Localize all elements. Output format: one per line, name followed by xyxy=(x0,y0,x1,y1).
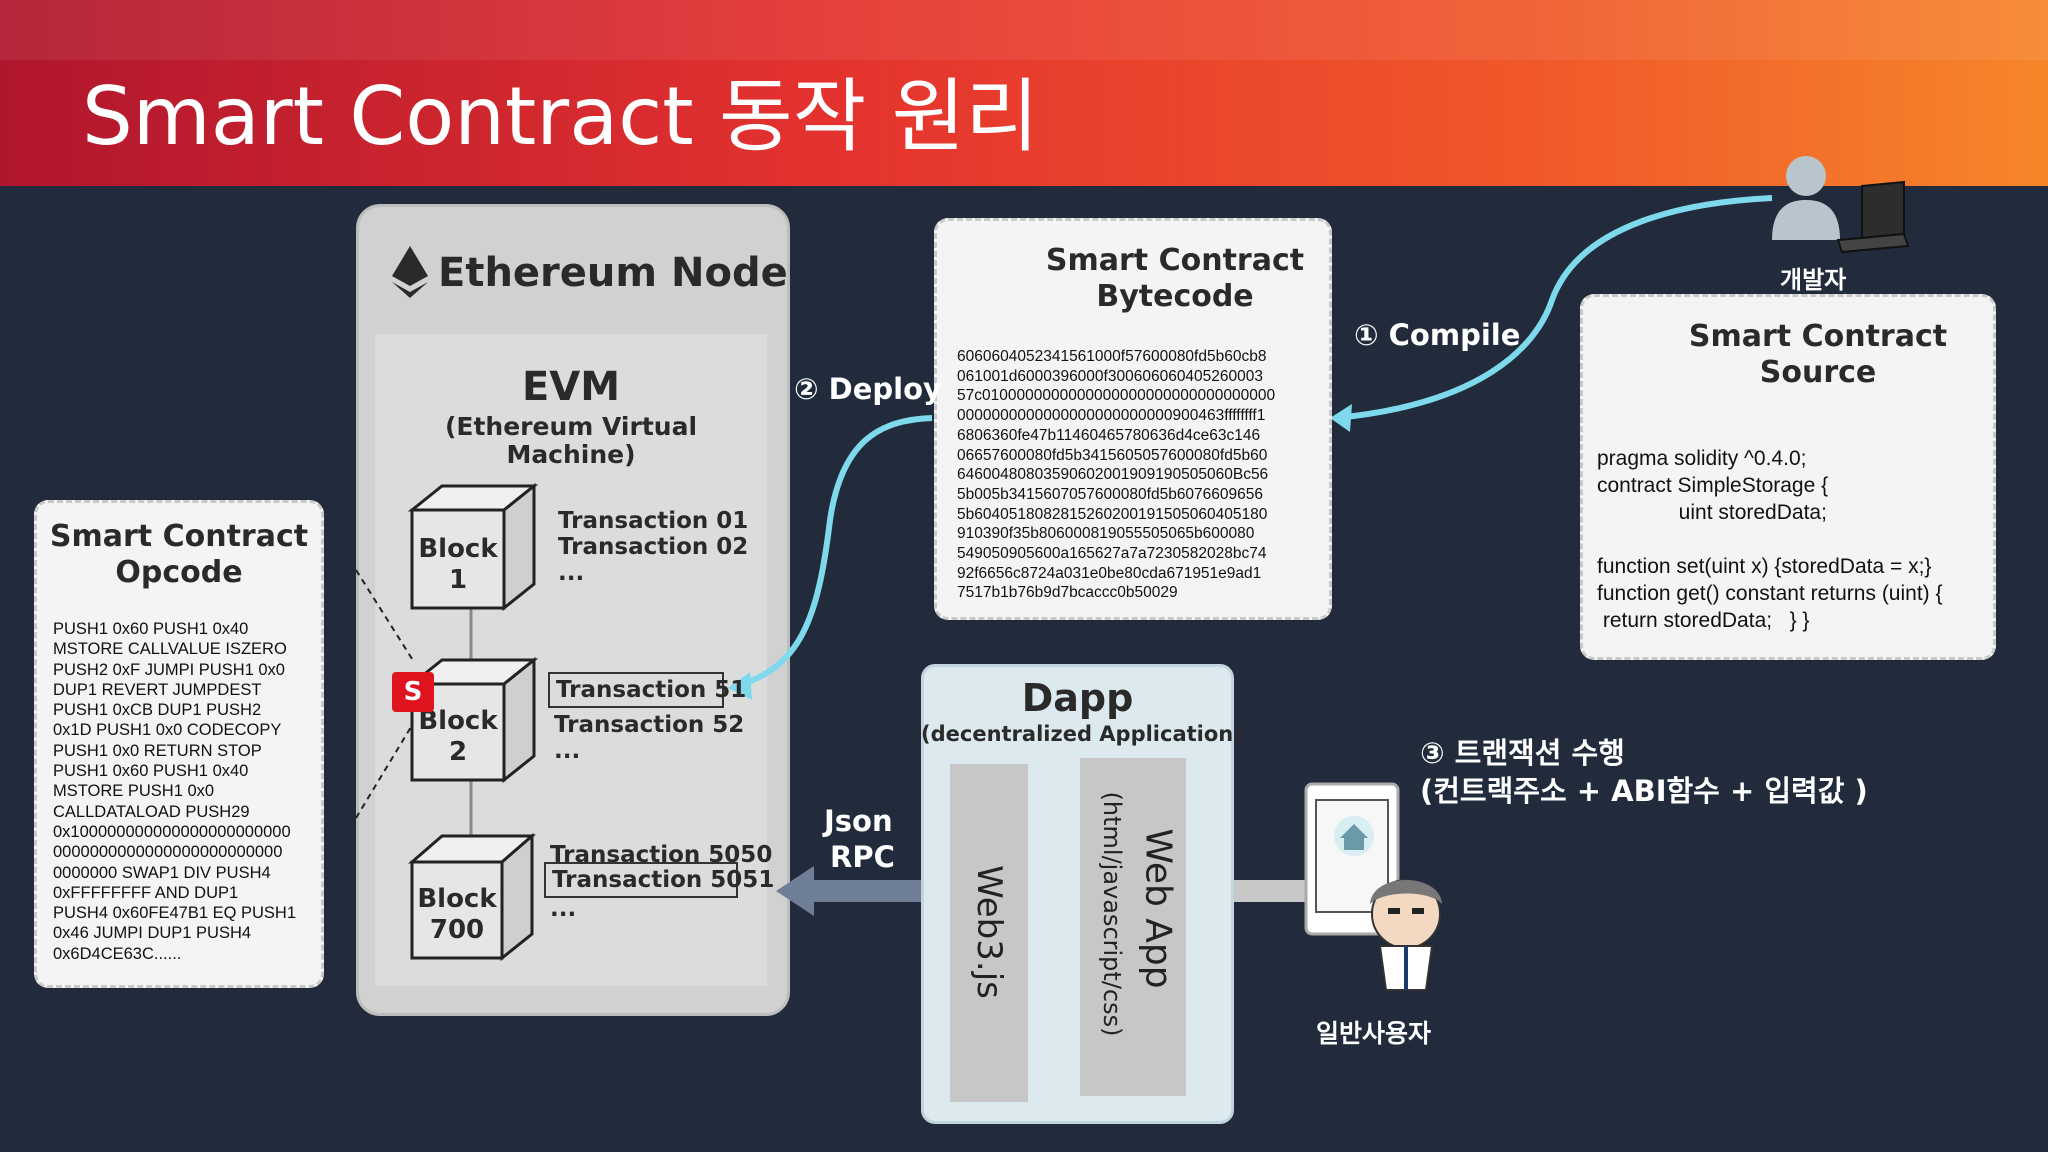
bytecode-title-line2: Bytecode xyxy=(1096,279,1254,314)
opcode-title-line2: Opcode xyxy=(115,555,243,590)
block-2-cube-icon xyxy=(407,656,539,784)
ethereum-logo-icon xyxy=(392,246,428,298)
bytecode-line: 910390f35b806000819055505065b600080 xyxy=(957,525,1255,543)
source-title-line2: Source xyxy=(1759,355,1877,390)
bytecode-text: 6060604052341561000f57600080fd5b60cb8 061… xyxy=(957,347,1275,603)
block-2-tx-1: Transaction 51 xyxy=(548,672,746,708)
source-code-line: contract SimpleStorage { xyxy=(1597,474,1829,497)
source-code-line: function set(uint x) {storedData = x;} xyxy=(1597,555,1932,578)
webapp-bar xyxy=(1080,758,1186,1096)
opcode-line: PUSH1 0x0 RETURN STOP xyxy=(53,741,262,760)
bytecode-line: 06657600080fd5b3415605057600080fd5b60 xyxy=(957,446,1268,464)
block-700-cube-icon xyxy=(407,832,537,962)
opcode-line: PUSH2 0xF JUMPI PUSH1 0x0 xyxy=(53,660,285,679)
ethereum-node-title: Ethereum Node xyxy=(438,250,788,296)
webapp-sub-label: (html/javascript/css) xyxy=(1098,791,1126,1037)
opcode-line: DUP1 REVERT JUMPDEST xyxy=(53,680,262,699)
webapp-label: Web App xyxy=(1137,828,1179,989)
opcode-line: 0000000000000000000000000 xyxy=(53,843,283,862)
banner-highlight xyxy=(0,0,2048,60)
opcode-line: PUSH1 0x60 PUSH1 0x40 xyxy=(53,620,249,638)
block-1-cube-icon xyxy=(407,482,539,612)
block-700-tx-2: Transaction 5051 xyxy=(544,862,774,898)
deploy-label: ② Deploy xyxy=(794,372,942,406)
bytecode-line: 7517b1b76b9d7bcaccc0b50029 xyxy=(957,584,1178,602)
page-title: Smart Contract 동작 원리 xyxy=(82,70,1039,163)
bytecode-line: 5b6040518082815260200191505060405180 xyxy=(957,505,1268,523)
bytecode-title-line1: Smart Contract xyxy=(1045,243,1305,278)
opcode-line: 0x100000000000000000000000 xyxy=(53,822,291,841)
opcode-line: 0x1D PUSH1 0x0 CODECOPY xyxy=(53,721,282,740)
source-code-line xyxy=(1597,526,1943,553)
opcode-connector-top xyxy=(355,569,415,663)
bytecode-line: 57c0100000000000000000000000000000000 xyxy=(957,387,1276,405)
compile-arrow xyxy=(1335,195,1773,421)
bytecode-line: 6806360fe47b11460465780636d4ce63c146 xyxy=(957,426,1261,444)
smartphone-icon xyxy=(1304,782,1400,936)
web3-bar xyxy=(950,764,1028,1102)
user-person-icon xyxy=(1370,879,1442,991)
developer-label: 개발자 xyxy=(1780,266,1847,294)
bytecode-line: 061001d6000396000f300606060405260003 xyxy=(957,367,1264,385)
source-code: pragma solidity ^0.4.0; contract SimpleSt… xyxy=(1597,445,1943,634)
source-title-line1: Smart Contract xyxy=(1688,319,1948,354)
block-700-tx-more: ... xyxy=(550,896,577,922)
block-1-tx-1: Transaction 01 xyxy=(558,508,749,534)
opcode-panel: Smart Contract Opcode PUSH1 0x60 PUSH1 0… xyxy=(34,500,324,988)
title-banner: Smart Contract 동작 원리 xyxy=(0,0,2048,186)
source-code-line: function get() constant returns (uint) { xyxy=(1597,582,1943,605)
block-1-tx-more: ... xyxy=(558,560,585,586)
source-panel: Smart Contract Source pragma solidity ^0… xyxy=(1580,294,1996,660)
transaction-note-2: (컨트랙주소 + ABI함수 + 입력값 ) xyxy=(1420,774,1868,808)
opcode-line: PUSH1 0xCB DUP1 PUSH2 xyxy=(53,701,262,720)
opcode-line: MSTORE CALLVALUE ISZERO xyxy=(53,640,287,659)
bytecode-line: 92f6656c8724a031e0be80cda671951e9ad1 xyxy=(957,564,1262,582)
evm-subtitle-2: Machine) xyxy=(506,440,636,469)
source-code-line: return storedData; } } xyxy=(1597,609,1810,632)
dapp-subtitle: (decentralized Application) xyxy=(921,722,1243,746)
json-label: Json xyxy=(824,804,893,838)
dapp-title: Dapp xyxy=(1021,676,1134,720)
user-label: 일반사용자 xyxy=(1316,1019,1432,1048)
opcode-line: 0xFFFFFFFF AND DUP1 xyxy=(53,883,239,902)
evm-title: EVM xyxy=(521,364,621,410)
rpc-label: RPC xyxy=(830,840,895,874)
bytecode-panel: Smart Contract Bytecode 6060604052341561… xyxy=(934,218,1332,620)
bytecode-line: 5b005b3415607057600080fd5b6076609656 xyxy=(957,485,1264,503)
bytecode-line: 6060604052341561000f57600080fd5b60cb8 xyxy=(957,348,1267,365)
opcode-line: PUSH4 0x60FE47B1 EQ PUSH1 xyxy=(53,904,297,923)
opcode-line: 0x6D4CE63C...... xyxy=(53,944,182,963)
s-badge: S xyxy=(392,672,434,712)
compile-label: ① Compile xyxy=(1354,318,1521,352)
bytecode-line: 0000000000000000000000000900463ffffffff1 xyxy=(957,407,1266,425)
opcode-title-line1: Smart Contract xyxy=(49,519,309,554)
deploy-arrow xyxy=(735,415,933,689)
opcode-line: 0x46 JUMPI DUP1 PUSH4 xyxy=(53,924,252,943)
laptop-icon xyxy=(1836,180,1910,254)
transaction-note-1: ③ 트랜잭션 수행 xyxy=(1420,736,1625,770)
source-code-line: pragma solidity ^0.4.0; xyxy=(1597,447,1807,470)
evm-subtitle-1: (Ethereum Virtual xyxy=(444,412,698,441)
block-2-tx-2: Transaction 52 xyxy=(554,712,745,738)
bytecode-line: 549050905600a165627a7a7230582028bc74 xyxy=(957,545,1267,563)
developer-icon xyxy=(1772,156,1840,240)
block-2-tx-more: ... xyxy=(554,738,581,764)
opcode-line: CALLDATALOAD PUSH29 xyxy=(53,802,250,821)
bytecode-line: 64600480803590602001909190505060Bc56 xyxy=(957,466,1269,484)
opcode-line: PUSH1 0x60 PUSH1 0x40 xyxy=(53,762,249,781)
opcode-connector-bottom xyxy=(355,721,415,819)
source-code-line: uint storedData; xyxy=(1597,501,1827,524)
opcode-line: 0000000 SWAP1 DIV PUSH4 xyxy=(53,863,271,882)
opcode-line: MSTORE PUSH1 0x0 xyxy=(53,782,215,801)
block-1-tx-2: Transaction 02 xyxy=(558,534,749,560)
json-rpc-arrow xyxy=(812,880,952,902)
web3-label: Web3.js xyxy=(969,865,1009,999)
